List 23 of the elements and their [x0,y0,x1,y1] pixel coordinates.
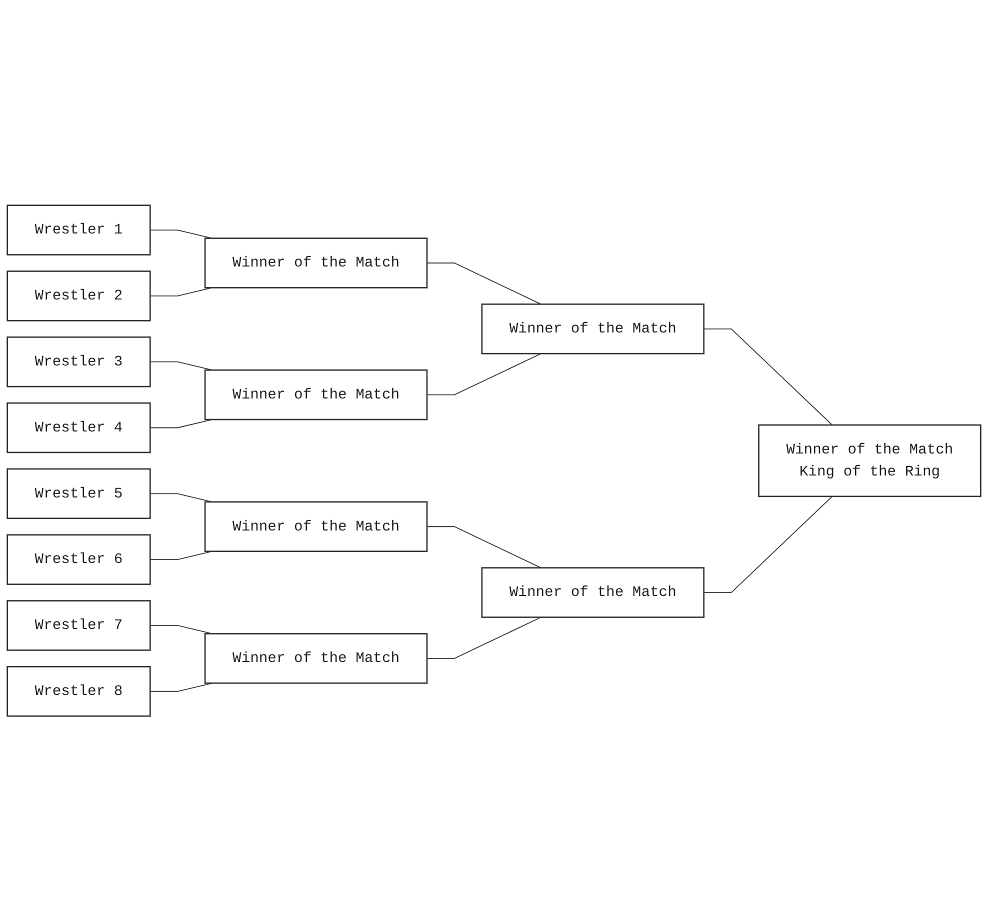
node-box: Winner of the Match [204,237,428,288]
node-box: Winner of the Match [204,501,428,552]
node-box: Winner of the Match [204,632,428,684]
node-box: Wrestler 3 [6,336,151,388]
node-box: Wrestler 5 [6,468,151,519]
connector [426,352,542,396]
node-box: Wrestler 7 [6,600,151,651]
node-box: Winner of the Match [481,566,705,618]
node-box: Wrestler 2 [6,270,151,322]
node-box: Wrestler 1 [6,204,151,256]
node-box: Winner of the Match [204,369,428,420]
node-box: Winner of the Match King of the Ring [758,424,982,497]
connector [703,328,833,426]
node-box: Wrestler 8 [6,666,151,717]
connector [703,496,833,593]
node-box: Wrestler 6 [6,534,151,585]
connector [150,418,213,428]
node-box: Winner of the Match [481,303,705,354]
node-box: Wrestler 4 [6,402,151,453]
connector [150,287,213,296]
connector [426,262,542,304]
connector [426,526,542,568]
connector [426,616,542,659]
